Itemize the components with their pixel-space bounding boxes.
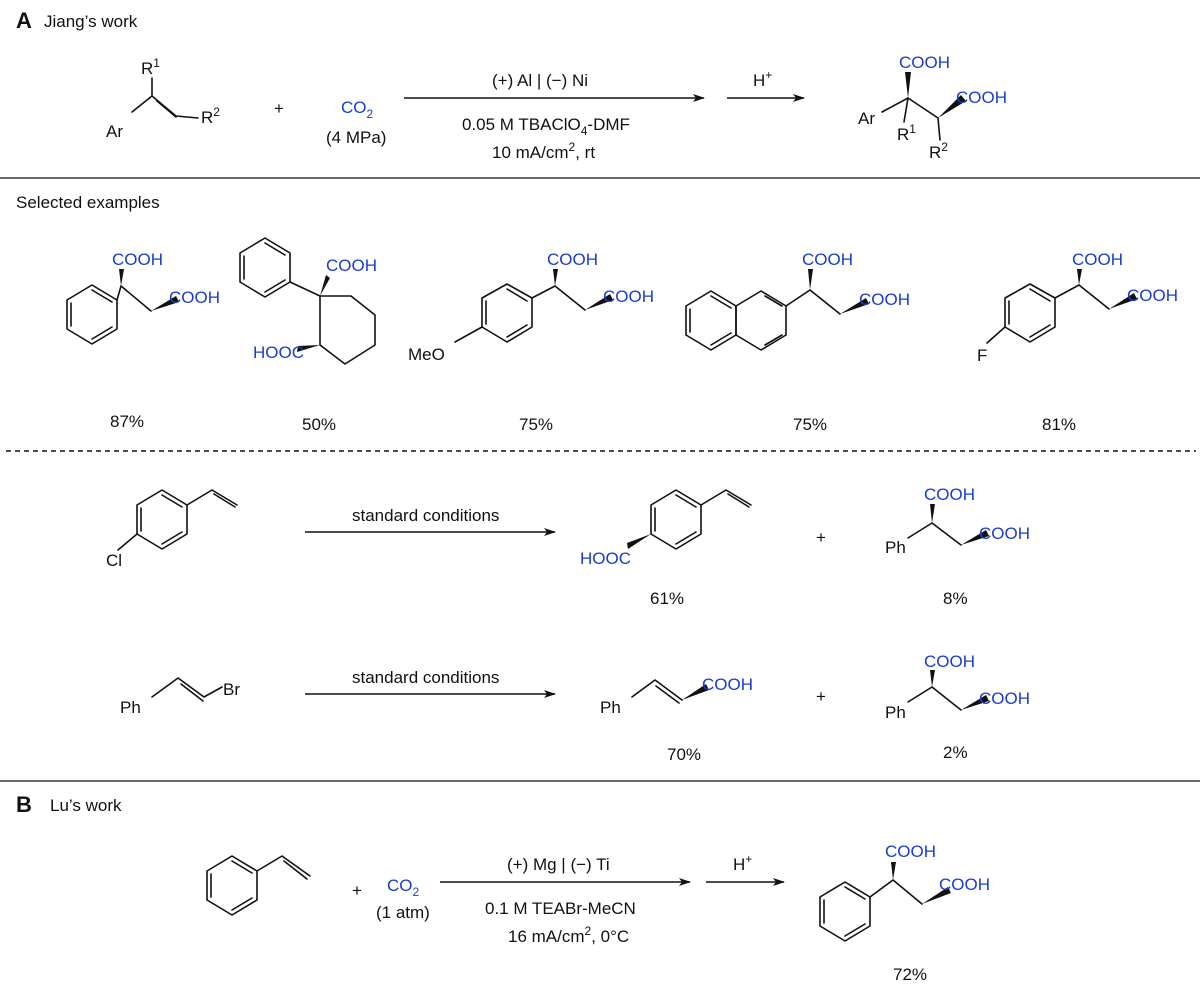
side-2-yield-1: 70% xyxy=(667,745,701,764)
side-reaction-1: Cl standard conditions HOOC 61% + Ph COO… xyxy=(106,485,1030,608)
side-1-yield-2: 8% xyxy=(943,589,968,608)
panel-b-cooh-top: COOH xyxy=(885,842,936,861)
example-4-cooh-top: COOH xyxy=(802,250,853,269)
panel-a-label: A xyxy=(16,8,32,33)
product-r2: R2 xyxy=(929,140,948,162)
side-1-yield-1: 61% xyxy=(650,589,684,608)
panel-a-electrolyte: 0.05 M TBAClO4-DMF xyxy=(462,115,630,138)
side-2-yield-2: 2% xyxy=(943,743,968,762)
side-2-cooh-top: COOH xyxy=(924,652,975,671)
product-ar: Ar xyxy=(858,109,875,128)
example-3: COOH COOH MeO 75% xyxy=(408,250,654,434)
side-2-conditions: standard conditions xyxy=(352,668,499,687)
product-cooh-right: COOH xyxy=(956,88,1007,107)
example-3-cooh-right: COOH xyxy=(603,287,654,306)
side-2-product-ph: Ph xyxy=(600,698,621,717)
reactant-r1: R1 xyxy=(141,56,160,78)
example-3-meo: MeO xyxy=(408,345,445,364)
side-1-plus: + xyxy=(816,528,826,547)
side-2-cooh-right: COOH xyxy=(979,689,1030,708)
example-4: COOH COOH 75% xyxy=(685,250,910,434)
side-reaction-2: Ph Br standard conditions Ph COOH 70% + … xyxy=(120,652,1030,764)
panel-a-plus: + xyxy=(274,99,284,118)
side-1-product-hooc: HOOC xyxy=(580,549,631,568)
example-5-cooh-right: COOH xyxy=(1127,286,1178,305)
panel-a-product: COOH COOH Ar R1 R2 xyxy=(858,53,1007,162)
panel-a-electrodes: (+) Al | (−) Ni xyxy=(492,71,588,90)
panel-b-co2: CO2 xyxy=(387,876,420,899)
example-1-yield: 87% xyxy=(110,412,144,431)
side-2-ph: Ph xyxy=(120,698,141,717)
panel-b: B Lu’s work + CO2 (1 atm) (+) Mg | (−) T… xyxy=(16,792,990,984)
reactant-ar: Ar xyxy=(106,122,123,141)
example-3-cooh-top: COOH xyxy=(547,250,598,269)
side-2-plus: + xyxy=(816,687,826,706)
example-4-cooh-right: COOH xyxy=(859,290,910,309)
side-1-conditions: standard conditions xyxy=(352,506,499,525)
panel-a-co2-pressure: (4 MPa) xyxy=(326,128,386,147)
panel-a-co2: CO2 xyxy=(341,98,374,121)
side-2-product-cooh: COOH xyxy=(702,675,753,694)
example-1-cooh-right: COOH xyxy=(169,288,220,307)
panel-a: A Jiang’s work R1 R2 Ar + CO2 (4 MPa) (+… xyxy=(16,8,1007,162)
side-1-cooh-right: COOH xyxy=(979,524,1030,543)
side-2-product2-ph: Ph xyxy=(885,703,906,722)
example-5-f: F xyxy=(977,346,987,365)
panel-b-acid: H+ xyxy=(733,852,752,874)
panel-a-reactant: R1 R2 Ar xyxy=(106,56,220,141)
panel-b-current: 16 mA/cm2, 0°C xyxy=(508,924,629,946)
panel-a-current: 10 mA/cm2, rt xyxy=(492,140,595,162)
side-1-ph: Ph xyxy=(885,538,906,557)
side-1-cl: Cl xyxy=(106,551,122,570)
example-1-cooh-top: COOH xyxy=(112,250,163,269)
panel-b-co2-pressure: (1 atm) xyxy=(376,903,430,922)
example-3-yield: 75% xyxy=(519,415,553,434)
panel-b-yield: 72% xyxy=(893,965,927,984)
side-1-cooh-top: COOH xyxy=(924,485,975,504)
example-2-yield: 50% xyxy=(302,415,336,434)
side-2-br: Br xyxy=(223,680,240,699)
example-1: COOH COOH 87% xyxy=(66,250,220,431)
panel-a-title: Jiang’s work xyxy=(44,12,138,31)
example-5-yield: 81% xyxy=(1042,415,1076,434)
examples-heading: Selected examples xyxy=(16,193,160,212)
example-2-cooh: COOH xyxy=(326,256,377,275)
product-r1: R1 xyxy=(897,122,916,144)
panel-b-plus: + xyxy=(352,881,362,900)
example-2-hooc: HOOC xyxy=(253,343,304,362)
panel-b-electrodes: (+) Mg | (−) Ti xyxy=(507,855,610,874)
example-5: COOH COOH F 81% xyxy=(977,250,1178,434)
panel-b-label: B xyxy=(16,792,32,817)
panel-b-title: Lu’s work xyxy=(50,796,122,815)
product-cooh-top: COOH xyxy=(899,53,950,72)
panel-b-cooh-right: COOH xyxy=(939,875,990,894)
panel-a-acid: H+ xyxy=(753,68,772,90)
reactant-r2: R2 xyxy=(201,105,220,127)
panel-b-electrolyte: 0.1 M TEABr-MeCN xyxy=(485,899,636,918)
example-5-cooh-top: COOH xyxy=(1072,250,1123,269)
example-4-yield: 75% xyxy=(793,415,827,434)
example-2: COOH HOOC 50% xyxy=(239,237,377,434)
